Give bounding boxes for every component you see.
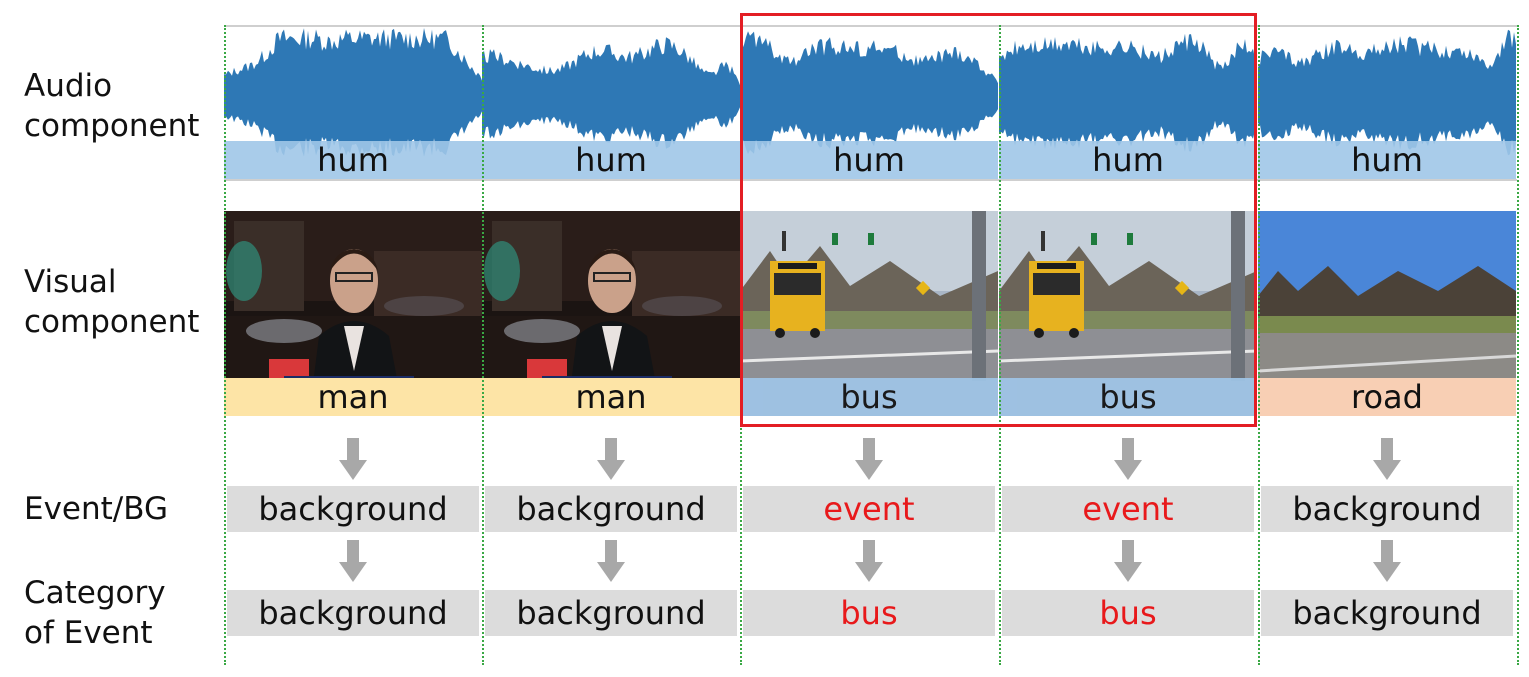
visual-label-line1: Visual: [24, 264, 117, 300]
segment-separator-line: [999, 25, 1001, 665]
down-arrow-icon: [1373, 438, 1401, 480]
event-bg-label: background: [1261, 486, 1513, 532]
segment-separator-line: [482, 25, 484, 665]
visual-label: man: [224, 378, 482, 416]
audio-waveform: [1258, 25, 1516, 165]
down-arrow-icon: [597, 438, 625, 480]
segment-separator-line: [224, 25, 226, 665]
event-bg-label: background: [485, 486, 737, 532]
audio-label: hum: [1258, 141, 1516, 179]
down-arrow-icon: [339, 438, 367, 480]
category-row-label: Category of Event: [24, 573, 166, 653]
event-category-label: background: [227, 590, 479, 636]
audio-top-border: [224, 25, 1517, 27]
segment-column: hum man background background: [224, 0, 482, 677]
down-arrow-icon: [1373, 540, 1401, 582]
visual-label: man: [482, 378, 740, 416]
event-category-label: bus: [743, 590, 995, 636]
audio-label: hum: [224, 141, 482, 179]
down-arrow-icon: [597, 540, 625, 582]
audio-label: hum: [740, 141, 998, 179]
visual-label: bus: [999, 378, 1257, 416]
segment-column: hum man background background: [482, 0, 740, 677]
event-bg-row-label: Event/BG: [24, 491, 168, 527]
segment-separator-line: [1517, 25, 1519, 665]
visual-row-label: Visual component: [24, 262, 199, 342]
audio-waveform: [224, 25, 482, 165]
down-arrow-icon: [1114, 540, 1142, 582]
event-bg-label: background: [227, 486, 479, 532]
event-bg-label: event: [743, 486, 995, 532]
audio-waveform: [482, 25, 740, 165]
audio-label: hum: [999, 141, 1257, 179]
down-arrow-icon: [1114, 438, 1142, 480]
audio-label-line2: component: [24, 108, 200, 144]
event-category-label: background: [1261, 590, 1513, 636]
visual-label: road: [1258, 378, 1516, 416]
segment-column: hum bus event bus: [740, 0, 998, 677]
down-arrow-icon: [339, 540, 367, 582]
audio-label-line1: Audio: [24, 68, 113, 104]
segment-column: hum bus event bus: [999, 0, 1257, 677]
category-label-line1: Category: [24, 575, 166, 611]
down-arrow-icon: [855, 438, 883, 480]
event-category-label: bus: [1002, 590, 1254, 636]
down-arrow-icon: [855, 540, 883, 582]
segment-column: hum road background background: [1258, 0, 1516, 677]
category-label-line2: of Event: [24, 615, 153, 651]
audio-label: hum: [482, 141, 740, 179]
audio-waveform: [740, 25, 998, 165]
audio-row-label: Audio component: [24, 66, 199, 146]
event-highlight-box: [740, 13, 1257, 427]
segment-separator-line: [1258, 25, 1260, 665]
visual-label-line2: component: [24, 304, 200, 340]
event-category-label: background: [485, 590, 737, 636]
audio-bottom-border: [224, 179, 1517, 181]
audio-waveform: [999, 25, 1257, 165]
event-bg-label: event: [1002, 486, 1254, 532]
visual-label: bus: [740, 378, 998, 416]
